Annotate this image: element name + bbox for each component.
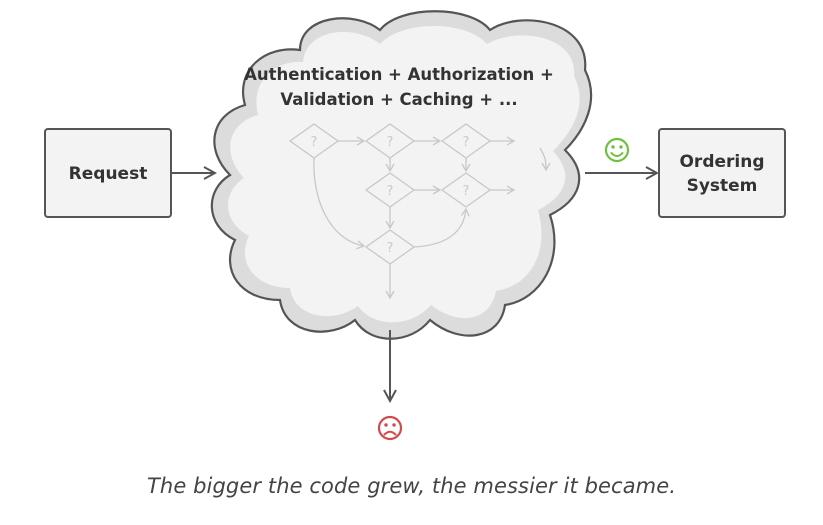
question-mark: ? <box>463 135 470 150</box>
question-mark: ? <box>311 135 318 150</box>
sad-face-icon <box>377 415 403 441</box>
decision-diamond <box>440 172 492 208</box>
messy-code-diagram: Authentication + Authorization + Validat… <box>44 10 786 441</box>
smiley-face-icon <box>604 137 630 163</box>
cloud-text-line1: Authentication + Authorization + <box>244 65 554 84</box>
request-box: Request <box>44 128 172 218</box>
cloud-shape <box>210 10 593 340</box>
cloud-text-line2: Validation + Caching + ... <box>280 90 517 109</box>
question-mark: ? <box>387 135 394 150</box>
main-arrows <box>172 173 656 400</box>
ordering-system-box: Ordering System <box>658 128 786 218</box>
decision-flow <box>288 123 551 300</box>
request-label: Request <box>69 164 148 184</box>
question-mark: ? <box>387 184 394 199</box>
ordering-system-label-line1: Ordering <box>679 152 764 172</box>
ordering-system-label-line2: System <box>687 176 758 196</box>
decision-symbols: ? ? ? ? ? ? <box>311 135 470 256</box>
question-mark: ? <box>387 241 394 256</box>
question-mark: ? <box>463 184 470 199</box>
figure-caption: The bigger the code grew, the messier it… <box>146 474 677 498</box>
